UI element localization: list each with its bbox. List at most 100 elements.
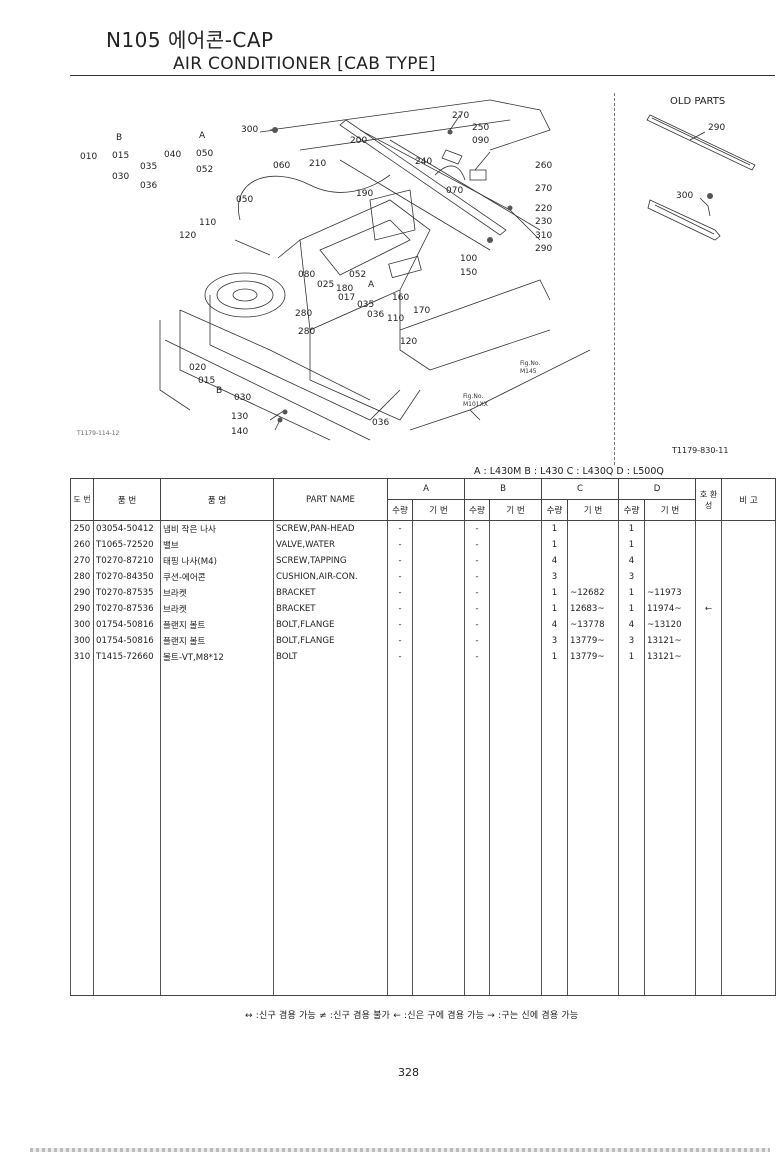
title-divider: [70, 75, 775, 76]
table-blank-cell: [721, 665, 777, 996]
table-cell-c-sn: [567, 537, 620, 553]
callout-label: 030: [112, 172, 130, 182]
table-cell-b-qty: -: [464, 537, 491, 553]
callout-label: A: [368, 280, 375, 290]
model-legend: A : L430M B : L430 C : L430Q D : L500Q: [474, 466, 664, 477]
table-cell-b-sn: [489, 537, 543, 553]
page-subtitle: AIR CONDITIONER [CAB TYPE]: [173, 54, 436, 74]
table-cell-ic: ←: [695, 601, 723, 617]
exploded-parts-diagram: [159, 99, 591, 441]
table-cell-b-sn: [489, 633, 543, 649]
table-cell-b-sn: [489, 520, 543, 537]
table-cell-ic: [695, 633, 723, 649]
callout-label: 020: [189, 363, 207, 373]
table-cell-b-qty: -: [464, 520, 491, 537]
table-cell-part: 03054-50412: [93, 520, 161, 537]
table-cell-a-qty: -: [387, 520, 413, 537]
table-blank-cell: [93, 665, 161, 996]
col-header-group-a: A: [386, 478, 466, 500]
callout-label: 036: [140, 181, 158, 191]
col-header-serial: 기 번: [644, 499, 697, 521]
table-cell-rm: [721, 633, 777, 649]
table-cell-d-sn: ~13120: [644, 617, 697, 633]
table-blank-cell: [387, 665, 413, 996]
table-cell-c-sn: 13779~: [567, 649, 620, 665]
table-cell-c-sn: [567, 520, 620, 537]
callout-label: 017: [338, 293, 356, 303]
table-cell-ref: 310: [70, 649, 94, 665]
table-cell-part: T0270-87536: [93, 601, 161, 617]
table-cell-a-qty: -: [387, 649, 413, 665]
table-cell-ref: 270: [70, 553, 94, 569]
callout-label: 190: [356, 189, 374, 199]
fig-reference: Fig.No. M145: [520, 360, 541, 375]
table-cell-c-qty: 4: [541, 553, 569, 569]
callout-label: 040: [164, 150, 182, 160]
callout-label: 280: [298, 327, 316, 337]
table-cell-ref: 250: [70, 520, 94, 537]
table-cell-name-kr: 플랜지 볼트: [160, 633, 274, 649]
table-cell-part: 01754-50816: [93, 633, 161, 649]
callout-label: 035: [357, 300, 375, 310]
callout-label: 015: [198, 376, 216, 386]
table-cell-d-qty: 1: [618, 520, 646, 537]
table-cell-rm: [721, 569, 777, 585]
table-cell-part: T0270-84350: [93, 569, 161, 585]
table-cell-rm: [721, 649, 777, 665]
table-cell-name-kr: 플랜지 볼트: [160, 617, 274, 633]
callout-label: 035: [140, 162, 158, 172]
callout-label: 200: [350, 136, 368, 146]
table-cell-rm: [721, 585, 777, 601]
table-cell-d-qty: 4: [618, 617, 646, 633]
table-cell-c-qty: 1: [541, 520, 569, 537]
callout-label: 150: [460, 268, 478, 278]
col-header-group-c: C: [541, 478, 620, 500]
table-cell-a-sn: [411, 585, 466, 601]
figure-small-id: T1179-114-12: [77, 430, 120, 437]
callout-label: 070: [446, 186, 464, 196]
callout-label: 140: [231, 427, 249, 437]
table-cell-b-sn: [489, 553, 543, 569]
table-cell-a-sn: [411, 617, 466, 633]
col-header-qty: 수량: [618, 499, 646, 521]
table-cell-c-sn: ~13778: [567, 617, 620, 633]
table-cell-ic: [695, 649, 723, 665]
table-cell-name-en: BOLT,FLANGE: [273, 633, 388, 649]
table-cell-ic: [695, 617, 723, 633]
table-cell-ic: [695, 553, 723, 569]
table-cell-b-sn: [489, 617, 543, 633]
callout-label: 180: [336, 284, 354, 294]
table-cell-name-en: VALVE,WATER: [273, 537, 388, 553]
table-cell-ref: 280: [70, 569, 94, 585]
callout-label: 110: [199, 218, 217, 228]
callout-label: 300: [676, 191, 694, 201]
col-header-serial: 기 번: [411, 499, 466, 521]
table-blank-cell: [70, 665, 94, 996]
table-cell-c-qty: 1: [541, 537, 569, 553]
table-cell-a-qty: -: [387, 569, 413, 585]
table-cell-rm: [721, 617, 777, 633]
table-cell-a-qty: -: [387, 633, 413, 649]
table-cell-a-sn: [411, 537, 466, 553]
table-cell-part: 01754-50816: [93, 617, 161, 633]
table-cell-part: T1065-72520: [93, 537, 161, 553]
table-cell-a-sn: [411, 553, 466, 569]
table-cell-d-sn: [644, 537, 697, 553]
table-cell-b-qty: -: [464, 649, 491, 665]
callout-label: 290: [535, 244, 553, 254]
callout-label: 050: [196, 149, 214, 159]
callout-label: 130: [231, 412, 249, 422]
table-cell-rm: [721, 553, 777, 569]
col-header-qty: 수량: [387, 499, 413, 521]
table-cell-b-qty: -: [464, 633, 491, 649]
col-header-serial: 기 번: [567, 499, 620, 521]
table-cell-name-kr: 냄비 작은 나사: [160, 520, 274, 537]
table-cell-ref: 290: [70, 601, 94, 617]
table-blank-cell: [464, 665, 491, 996]
callout-label: 220: [535, 204, 553, 214]
